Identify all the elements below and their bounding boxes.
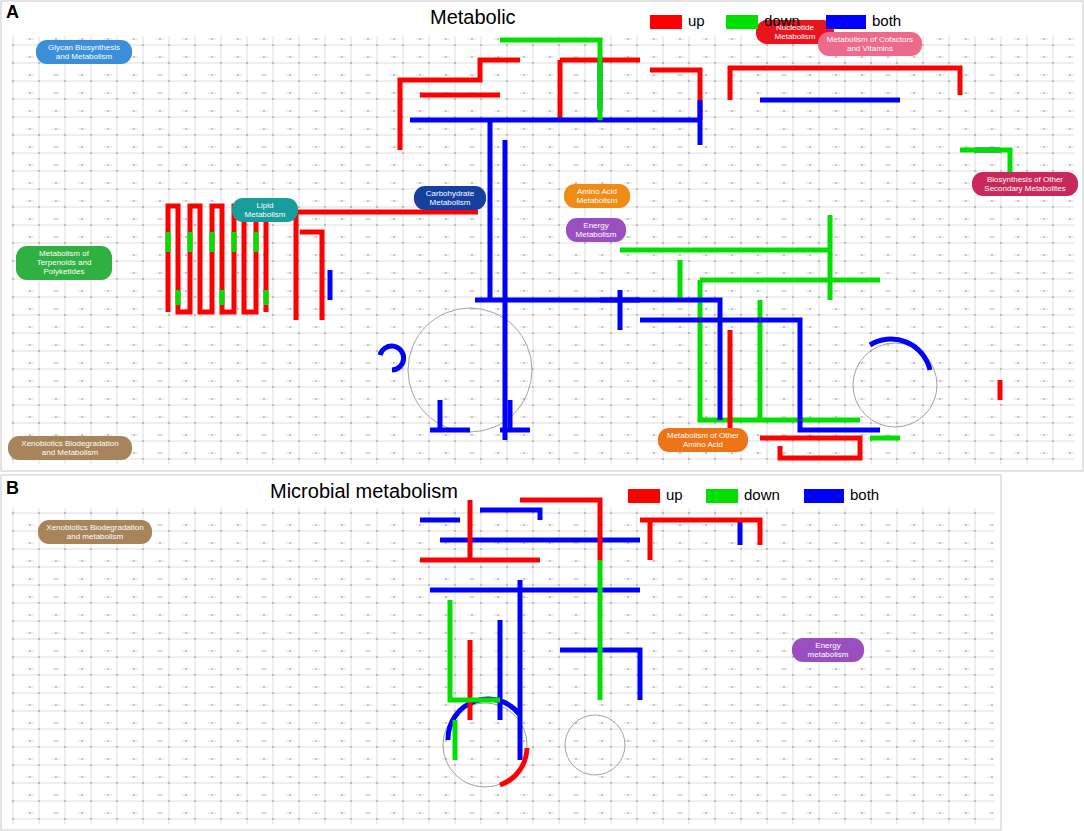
legend-text: down [764,12,800,29]
category-pill: Energy metabolism [792,638,864,662]
category-text: Metabolism of Terpenoids and Polyketides [22,249,106,277]
legend-text: up [666,486,683,503]
legend-swatch [804,489,844,503]
category-pill: Lipid Metabolism [232,198,298,222]
category-pill: Metabolism of Other Amino Acid [658,428,748,452]
category-pill: Glycan Biosynthesis and Metabolism [36,40,132,64]
category-pill: Metabolism of Cofactors and Vitamins [818,32,922,56]
legend-swatch [650,15,682,29]
category-pill: Amino Acid Metabolism [564,184,630,208]
legend-text: up [688,12,705,29]
category-text: Amino Acid Metabolism [570,187,624,205]
legend-text: both [872,12,901,29]
category-pill: Xenobiotics Biodegradation and metabolis… [38,520,152,544]
category-pill: Xenobiotics Biodegradation and Metabolis… [8,436,132,460]
category-text: Biosynthesis of Other Secondary Metaboli… [978,175,1072,193]
legend-swatch [706,489,738,503]
category-text: Carbohydrate Metabolism [420,189,480,207]
category-text: Glycan Biosynthesis and Metabolism [42,43,126,61]
category-text: Lipid Metabolism [238,201,292,219]
panel-title: Metabolic [430,6,516,29]
category-pill: Carbohydrate Metabolism [414,186,486,210]
legend-swatch [628,489,660,503]
category-pill: Energy Metabolism [566,218,626,242]
category-text: Xenobiotics Biodegradation and metabolis… [44,523,146,541]
legend-swatch [826,15,866,29]
category-pill: Metabolism of Terpenoids and Polyketides [16,246,112,280]
category-text: Xenobiotics Biodegradation and Metabolis… [14,439,126,457]
panel-letter: B [6,478,19,499]
category-text: Energy Metabolism [572,221,620,239]
legend-text: both [850,486,879,503]
legend-swatch [726,15,758,29]
category-text: Metabolism of Other Amino Acid [664,431,742,449]
panel-letter: A [6,2,19,23]
panel-title: Microbial metabolism [270,480,458,503]
category-pill: Biosynthesis of Other Secondary Metaboli… [972,172,1078,196]
category-text: Metabolism of Cofactors and Vitamins [824,35,916,53]
category-text: Energy metabolism [798,641,858,659]
legend-text: down [744,486,780,503]
